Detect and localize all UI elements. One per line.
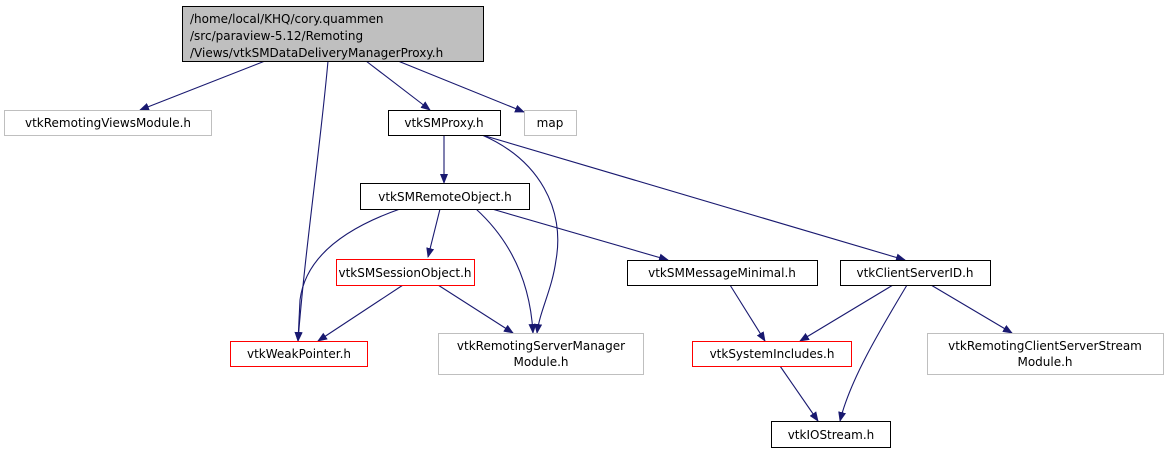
node-root-line-3: /Views/vtkSMDataDeliveryManagerProxy.h (190, 46, 443, 60)
node-client-server-stream-module[interactable]: vtkRemotingClientServerStream Module.h (927, 333, 1164, 375)
edge-remote-session-object (426, 208, 441, 258)
node-server-manager-module[interactable]: vtkRemotingServerManager Module.h (438, 333, 644, 375)
edge-proxy-server-manager-module (481, 134, 559, 334)
edge-root-map (397, 60, 525, 113)
node-label: vtkSMRemoteObject.h (378, 190, 512, 204)
edge-remote-server-manager-module (475, 208, 537, 334)
edge-root-views-module (139, 60, 266, 111)
edge-remote-message-minimal (491, 208, 669, 262)
node-label-line-2: Module.h (1017, 355, 1072, 369)
edge-system-includes-iostream (779, 365, 819, 422)
node-message-minimal[interactable]: vtkSMMessageMinimal.h (627, 260, 818, 286)
edge-csid-system-includes (799, 284, 894, 342)
edge-root-sm-proxy (365, 60, 431, 111)
node-sm-proxy[interactable]: vtkSMProxy.h (388, 110, 501, 136)
edge-remote-weak-pointer (294, 208, 401, 342)
node-root[interactable]: /home/local/KHQ/cory.quammen /src/paravi… (182, 6, 484, 62)
node-label: vtkSMMessageMinimal.h (648, 266, 796, 280)
node-label: vtkClientServerID.h (856, 266, 973, 280)
edge-session-server-manager-module (437, 284, 514, 334)
node-session-object[interactable]: vtkSMSessionObject.h (336, 259, 475, 286)
node-remote-object[interactable]: vtkSMRemoteObject.h (360, 183, 530, 210)
node-label: vtkSMProxy.h (404, 116, 483, 130)
node-views-module[interactable]: vtkRemotingViewsModule.h (4, 110, 212, 136)
node-label: vtkSMSessionObject.h (338, 266, 471, 280)
node-label: vtkWeakPointer.h (247, 347, 351, 361)
edge-proxy-client-server-id (481, 134, 906, 262)
node-weak-pointer[interactable]: vtkWeakPointer.h (230, 341, 368, 367)
edge-message-system-includes (729, 284, 766, 342)
node-label: vtkSystemIncludes.h (710, 347, 835, 361)
node-map[interactable]: map (524, 110, 577, 136)
node-label-line-1: vtkRemotingServerManager (457, 339, 625, 353)
node-label: vtkIOStream.h (788, 428, 875, 442)
edges (139, 60, 1013, 422)
node-label: vtkRemotingViewsModule.h (25, 116, 191, 130)
node-root-line-2: /src/paraview-5.12/Remoting (190, 29, 363, 43)
node-iostream[interactable]: vtkIOStream.h (771, 421, 891, 448)
edge-root-weak-pointer (294, 60, 329, 342)
node-label-line-2: Module.h (513, 355, 568, 369)
node-root-line-1: /home/local/KHQ/cory.quammen (190, 12, 384, 26)
node-system-includes[interactable]: vtkSystemIncludes.h (692, 341, 852, 367)
edge-csid-iostream (838, 284, 908, 422)
edge-session-weak-pointer (317, 284, 404, 342)
node-client-server-id[interactable]: vtkClientServerID.h (840, 260, 991, 286)
node-label-line-1: vtkRemotingClientServerStream (948, 339, 1142, 353)
node-label: map (537, 116, 564, 130)
edge-csid-stream-module (930, 284, 1013, 334)
